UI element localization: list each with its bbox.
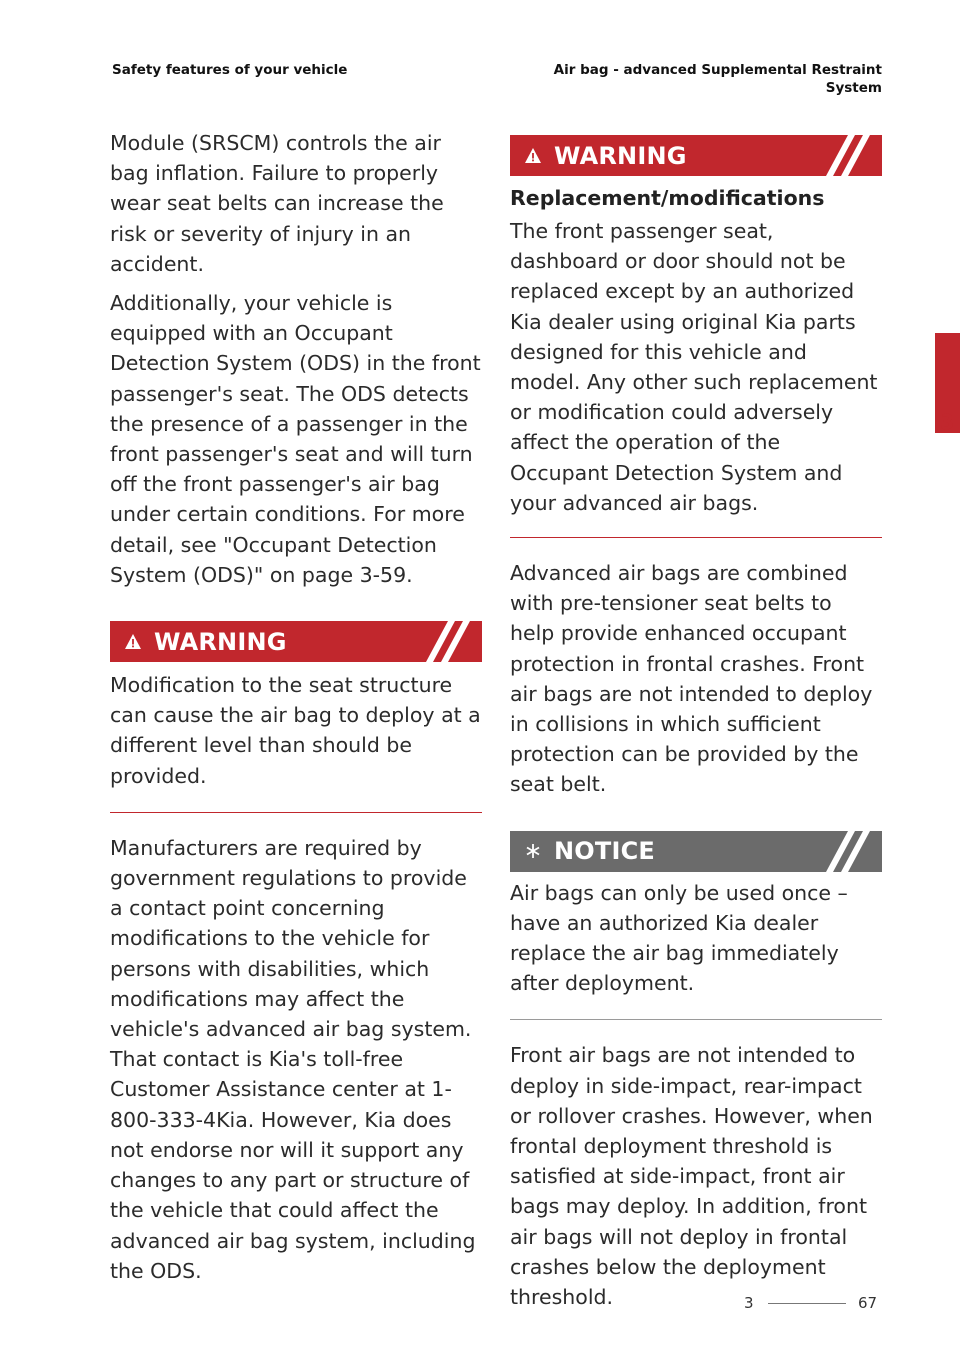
banner-stripes-icon bbox=[826, 830, 870, 872]
body-paragraph: Advanced air bags are combined with pre-… bbox=[510, 561, 873, 797]
warning-title: WARNING bbox=[554, 141, 687, 170]
warning-banner: WARNING bbox=[110, 621, 482, 663]
running-header-topic-line2: System bbox=[825, 80, 882, 96]
body-paragraph: Module (SRSCM) controls the air bag infl… bbox=[110, 131, 444, 276]
warning-text: Modification to the seat structure can c… bbox=[110, 673, 481, 788]
asterisk-icon bbox=[524, 842, 542, 860]
chapter-side-tab bbox=[935, 333, 960, 433]
warning-triangle-icon bbox=[524, 147, 542, 165]
notice-text: Air bags can only be used once – have an… bbox=[510, 880, 848, 996]
warning-banner: WARNING bbox=[510, 135, 882, 176]
banner-stripes-icon bbox=[426, 621, 470, 663]
warning-end-rule bbox=[110, 811, 482, 813]
warning-end-rule bbox=[510, 537, 882, 539]
body-paragraph: Manufacturers are required by government… bbox=[110, 835, 476, 1283]
footer-page-number: 67 bbox=[858, 1294, 878, 1312]
running-header-topic: Air bag - advanced Supplemental Restrain… bbox=[554, 61, 882, 97]
running-header-topic-line1: Air bag - advanced Supplemental Restrain… bbox=[553, 62, 882, 78]
body-paragraph: Front air bags are not intended to deplo… bbox=[510, 1043, 873, 1310]
body-paragraph: Additionally, your vehicle is equipped w… bbox=[110, 291, 481, 587]
notice-title: NOTICE bbox=[554, 837, 655, 866]
warning-text: The front passenger seat, dashboard or d… bbox=[510, 219, 878, 515]
notice-end-rule bbox=[510, 1019, 882, 1021]
footer-chapter-number: 3 bbox=[744, 1294, 754, 1312]
warning-subheading: Replacement/modifications bbox=[510, 186, 825, 210]
warning-title: WARNING bbox=[154, 627, 287, 656]
banner-stripes-icon bbox=[826, 135, 870, 176]
notice-banner: NOTICE bbox=[510, 830, 882, 872]
right-column: WARNING Replacement/modifications The fr… bbox=[510, 128, 882, 1321]
chapter-side-tab-number: 3 bbox=[940, 410, 954, 434]
warning-triangle-icon bbox=[124, 633, 142, 651]
left-column: Module (SRSCM) controls the air bag infl… bbox=[110, 128, 482, 1295]
running-header-section: Safety features of your vehicle bbox=[112, 62, 348, 78]
footer-divider bbox=[768, 1303, 846, 1304]
